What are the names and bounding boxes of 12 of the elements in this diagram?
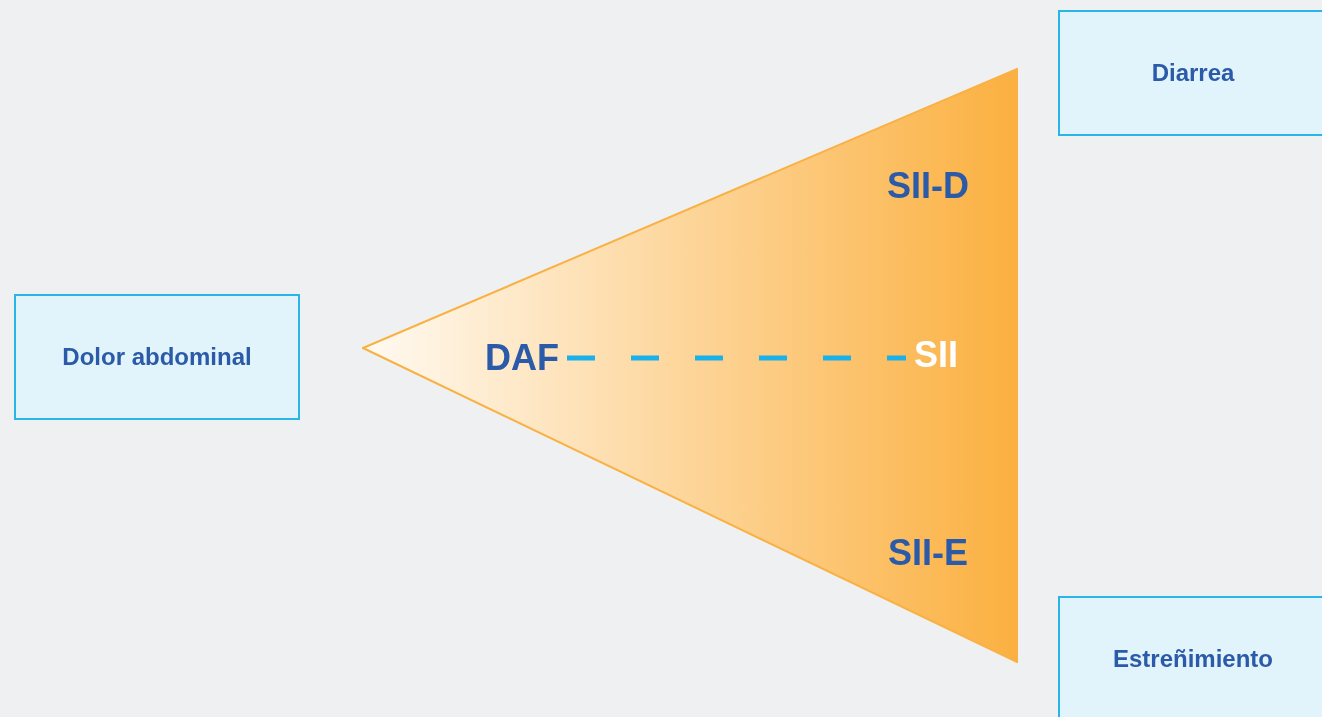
term-box — [14, 294, 300, 420]
box-label: Diarrea — [1151, 59, 1235, 87]
term-label: SII — [914, 334, 958, 376]
subtype-label: SII-D — [887, 165, 969, 207]
dashed-connector — [567, 355, 906, 361]
subtype-label: SII-E — [888, 532, 968, 574]
symptom-box — [1058, 596, 1322, 717]
box-label: Estreñimiento — [1113, 645, 1273, 673]
spectrum-triangle — [362, 68, 1018, 663]
box-label: Dolor abdominal — [62, 343, 252, 371]
term-label: DAF — [485, 337, 559, 379]
symptom-box — [1058, 10, 1322, 136]
